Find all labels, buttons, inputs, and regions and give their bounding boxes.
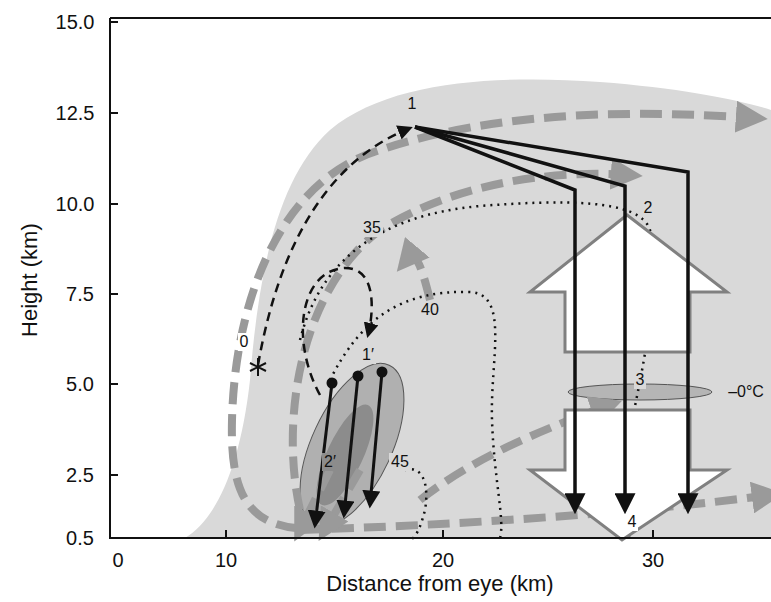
axis-title: Distance from eye (km) xyxy=(326,572,553,596)
axes xyxy=(110,18,771,538)
axis-tick: 10 xyxy=(215,549,237,571)
axis-tick: 10.0 xyxy=(56,193,95,215)
fallout-trajectories xyxy=(415,127,688,510)
contour-label: 45 xyxy=(389,453,411,471)
axis-tick: 0.5 xyxy=(66,527,94,549)
axis-tick: 12.5 xyxy=(56,102,95,124)
callout-number: 2 xyxy=(642,199,655,217)
callout-number: 1 xyxy=(408,95,417,113)
callout-number: 4 xyxy=(626,513,639,531)
axis-tick: 2.5 xyxy=(66,464,94,486)
particle-trajectory xyxy=(258,128,410,395)
axis-tick: 20 xyxy=(432,549,454,571)
downdraft-arrow xyxy=(530,410,727,540)
axis-tick: 15.0 xyxy=(56,11,95,33)
callout-number: 1′ xyxy=(360,346,376,364)
isotherm-label: –0°C xyxy=(726,383,766,401)
callout-number: 2′ xyxy=(322,453,338,471)
updraft-arrow xyxy=(530,215,727,352)
start-asterisk xyxy=(250,358,266,376)
axis-tick: 0 xyxy=(112,549,123,571)
callout-number: 3 xyxy=(634,371,647,389)
contour-label: 35 xyxy=(361,219,383,237)
axis-title: Height (km) xyxy=(18,223,42,337)
axis-tick: 7.5 xyxy=(66,283,94,305)
axis-tick: 30 xyxy=(642,549,664,571)
fallout-trajectories-eyewall xyxy=(315,368,386,525)
axis-tick: 5.0 xyxy=(66,373,94,395)
callout-number: 0 xyxy=(238,333,251,351)
contour-label: 40 xyxy=(419,301,441,319)
